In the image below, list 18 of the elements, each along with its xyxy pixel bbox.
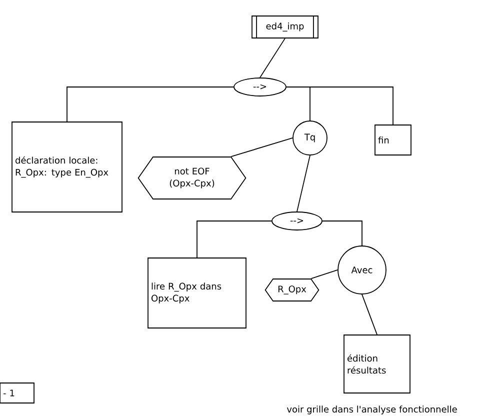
connector-line: [286, 86, 394, 125]
condition-hexagon: not EOF (Opx-Cpx): [138, 156, 246, 200]
text-box: fin: [374, 124, 412, 156]
connector-line: [230, 138, 293, 157]
connector-line: [260, 38, 286, 78]
note-text: voir grille dans l'analyse fonctionnelle: [286, 406, 457, 414]
text-box: lire R_Opx dans Opx-Cpx: [148, 258, 246, 328]
text-box: - 1: [0, 382, 34, 404]
connector-line: [362, 294, 378, 335]
connector-line: [322, 220, 362, 246]
connector-line: [296, 155, 310, 212]
condition-hexagon: R_Opx: [264, 278, 320, 302]
procedure-box: ed4_imp: [252, 15, 318, 39]
text-box: déclaration locale: R_Opx: type En_Opx: [12, 122, 122, 212]
connector-line: [310, 270, 338, 279]
connector-line: [66, 86, 234, 122]
text-box: édition résultats: [344, 334, 410, 394]
connector-line: [196, 220, 272, 258]
